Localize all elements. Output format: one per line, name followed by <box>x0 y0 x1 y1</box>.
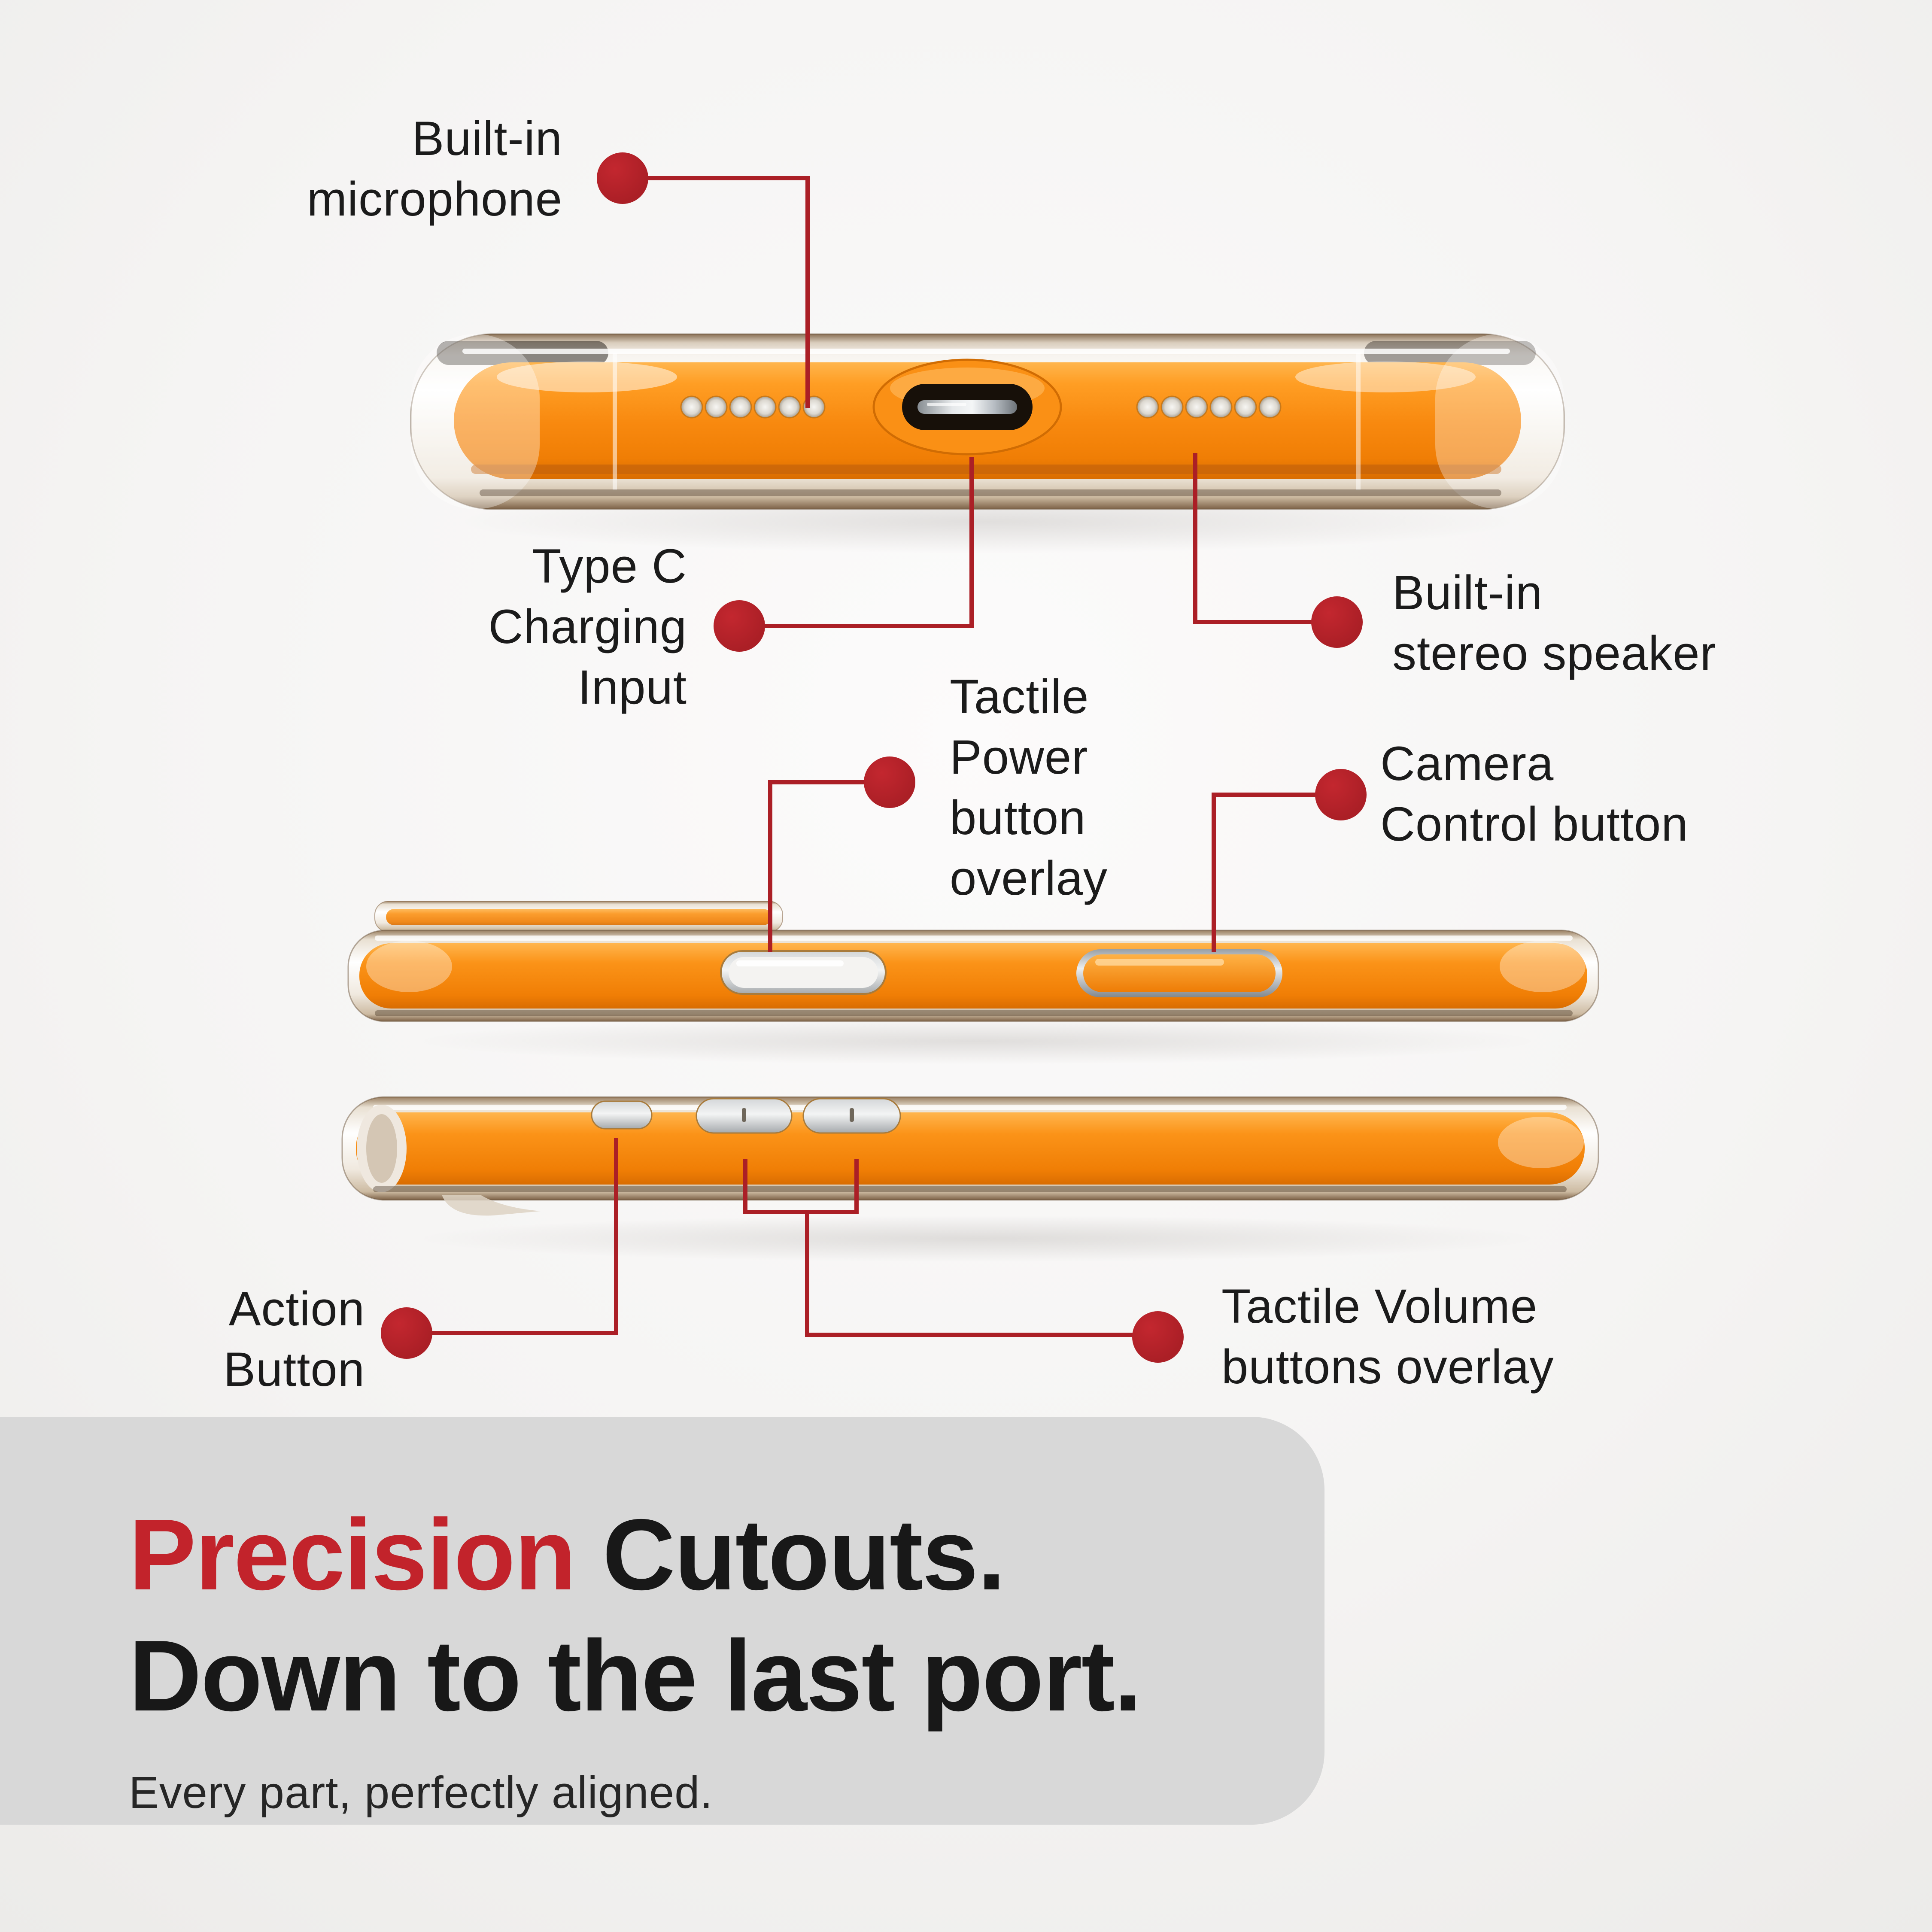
callout-line-action-h <box>407 1331 618 1335</box>
banner-panel: Precision Cutouts. Down to the last port… <box>0 1417 1324 1825</box>
callout-label-speaker: Built-in stereo speaker <box>1392 566 1716 680</box>
case-open-end <box>357 1105 407 1192</box>
callout-label-microphone: Built-in microphone <box>307 112 562 226</box>
callout-line-speaker-h <box>1195 620 1339 624</box>
case-side-power-view <box>347 901 1599 1022</box>
callout-label-volume: Tactile Volume buttons overlay <box>1221 1279 1554 1394</box>
case-shadow-middle <box>408 1018 1546 1065</box>
banner-subtitle: Every part, perfectly aligned. <box>129 1768 713 1818</box>
callout-dot-speaker <box>1311 596 1363 648</box>
callout-line-camera-v <box>1212 793 1216 952</box>
speaker-grille-right <box>1136 395 1282 419</box>
callout-label-action: Action Button <box>223 1282 365 1397</box>
callout-label-charging: Type C Charging Input <box>488 539 687 714</box>
case-side-volume-view <box>341 1096 1599 1216</box>
callout-line-microphone-h <box>623 176 810 180</box>
callout-dot-action <box>381 1307 432 1359</box>
callout-line-volume-bracket-left <box>743 1159 747 1214</box>
callout-line-volume-bracket-right <box>854 1159 859 1214</box>
callout-line-volume-bracket-bottom <box>743 1210 859 1214</box>
callout-line-power-h <box>770 780 892 784</box>
callout-line-volume-drop <box>805 1210 809 1337</box>
headline-line1: Precision Cutouts. <box>129 1494 1273 1615</box>
callout-dot-camera <box>1315 769 1367 820</box>
callout-line-microphone-v <box>805 176 810 408</box>
headline-line2: Down to the last port. <box>129 1619 1142 1732</box>
volume-button-cutouts <box>696 1098 901 1134</box>
callout-line-power-v <box>768 780 772 952</box>
callout-dot-volume <box>1132 1311 1184 1363</box>
callout-line-charging-v <box>969 457 974 628</box>
callout-label-power: Tactile Power button overlay <box>950 670 1108 905</box>
camera-control-button <box>1076 949 1282 997</box>
case-bottom-edge-view <box>410 333 1565 510</box>
callout-line-volume-h <box>807 1333 1160 1337</box>
headline-rest: Cutouts. <box>575 1498 1005 1611</box>
callout-dot-charging <box>714 600 765 652</box>
case-shadow-bottom <box>408 1215 1546 1262</box>
callout-label-camera: Camera Control button <box>1380 737 1689 851</box>
power-button-cutout <box>720 950 887 995</box>
usb-c-cutout <box>872 358 1062 456</box>
callout-dot-microphone <box>597 152 648 204</box>
callout-dot-power <box>864 756 915 808</box>
callout-line-speaker-v <box>1193 453 1197 624</box>
action-button-cutout <box>591 1100 653 1130</box>
callout-line-camera-h <box>1214 793 1343 797</box>
callout-line-action-v <box>614 1138 618 1335</box>
speaker-grille-left <box>680 395 826 419</box>
headline-highlight: Precision <box>129 1498 576 1611</box>
callout-line-charging-h <box>739 624 974 628</box>
headline: Precision Cutouts. Down to the last port… <box>129 1494 1273 1736</box>
